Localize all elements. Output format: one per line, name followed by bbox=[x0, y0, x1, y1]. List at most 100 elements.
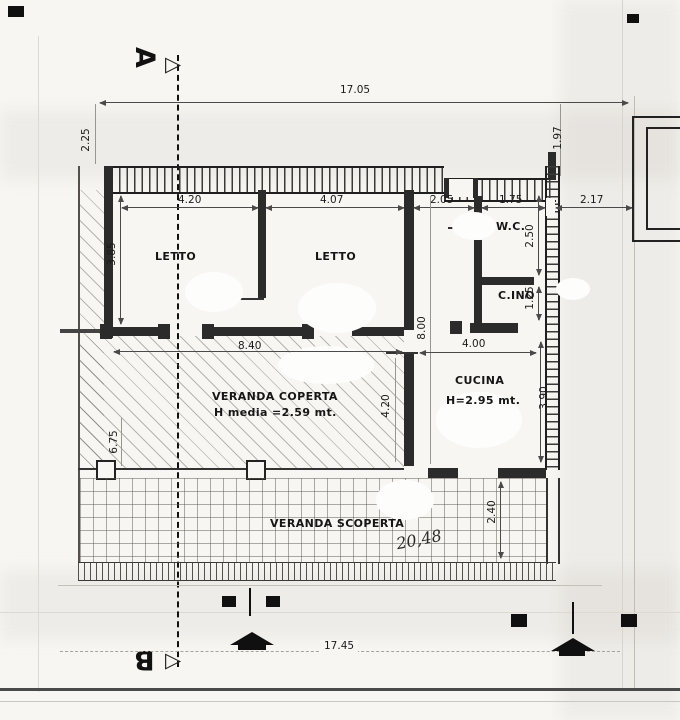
wall-wing-west bbox=[60, 329, 104, 333]
scan-whiteout bbox=[278, 346, 374, 384]
wall-cucina-south-1 bbox=[428, 468, 458, 478]
room-note-cucina: H=2.95 mt. bbox=[446, 394, 521, 407]
dim-scoperta-depth: 2.40 bbox=[486, 500, 498, 524]
survey-line bbox=[572, 602, 574, 634]
room-label-veranda-coperta: VERANDA COPERTA bbox=[212, 390, 338, 403]
roof-icon bbox=[551, 638, 595, 651]
dim-side-right: 2.17 bbox=[580, 194, 604, 206]
corner-mark-topleft bbox=[8, 6, 24, 17]
dim-letto1-width: 4.20 bbox=[178, 194, 202, 206]
frame-line-right-2 bbox=[634, 96, 635, 688]
door-gap-entry bbox=[449, 179, 473, 197]
wall-cino-cucina-jamb bbox=[450, 321, 462, 334]
ground-line bbox=[58, 585, 602, 586]
pilaster bbox=[100, 324, 112, 339]
scan-whiteout bbox=[556, 278, 590, 300]
wall-partition-veranda-cucina bbox=[404, 352, 414, 466]
wall-south-seg3 bbox=[352, 327, 404, 336]
marker-square bbox=[266, 596, 280, 607]
wall-wc-cino-divider bbox=[482, 277, 534, 285]
scan-whiteout bbox=[452, 212, 496, 240]
wall-wc-left bbox=[474, 196, 482, 330]
section-arrow-icon: ▷ bbox=[165, 52, 182, 76]
pilaster bbox=[202, 324, 214, 339]
dim-interior-depth: 8.00 bbox=[416, 316, 428, 340]
room-label-cucina: CUCINA bbox=[455, 374, 505, 387]
room-label-wc: W.C. bbox=[496, 220, 526, 233]
veranda-coperta-edge bbox=[78, 468, 404, 470]
column bbox=[96, 460, 116, 480]
wall-partition-bedrooms bbox=[258, 190, 266, 298]
dim-line-entry bbox=[413, 204, 475, 211]
scan-shade bbox=[0, 570, 680, 640]
wall-south-seg1 bbox=[104, 327, 164, 336]
dim-line-letto2 bbox=[265, 204, 405, 211]
wall-south-seg2 bbox=[206, 327, 308, 336]
room-label-veranda-scoperta: VERANDA SCOPERTA bbox=[270, 517, 405, 530]
section-arrow-icon: ▷ bbox=[165, 648, 182, 672]
dim-bedroom-span: 8.40 bbox=[238, 340, 262, 352]
dim-line-scoperta-depth bbox=[497, 481, 504, 559]
frame-line-bottom-light bbox=[0, 701, 680, 702]
section-marker-a: A bbox=[128, 47, 160, 68]
dim-veranda-left: 6.75 bbox=[108, 430, 120, 454]
column bbox=[246, 460, 266, 480]
pilaster bbox=[158, 324, 170, 339]
dim-line-wc bbox=[481, 204, 546, 211]
dim-line-veranda-depth bbox=[395, 358, 396, 462]
dim-line-bedroom-span bbox=[113, 348, 403, 355]
section-marker-b: B bbox=[134, 644, 155, 675]
dim-veranda-depth: 4.20 bbox=[380, 394, 392, 418]
dim-line-veranda-left bbox=[121, 418, 122, 466]
dim-letto1-depth: 3.85 bbox=[106, 242, 118, 266]
veranda-west-edge bbox=[78, 166, 80, 562]
room-label-letto1: LETTO bbox=[155, 250, 197, 263]
dim-cucina-width: 4.00 bbox=[462, 338, 486, 350]
scan-whiteout bbox=[376, 480, 434, 520]
wall-cucina-south-2 bbox=[498, 468, 546, 478]
dim-total-top: 17.05 bbox=[340, 84, 371, 96]
dim-line-cucina-depth bbox=[537, 341, 544, 463]
dim-line-interior-depth bbox=[430, 196, 431, 464]
dim-cucina-depth: 3.90 bbox=[538, 386, 550, 410]
dim-offset-left: 2.25 bbox=[80, 128, 92, 152]
window-gap-right bbox=[546, 198, 555, 216]
door-jamb bbox=[444, 178, 449, 198]
frame-line-bottom-heavy bbox=[0, 688, 680, 691]
wall-letto2-lobby bbox=[404, 190, 414, 330]
pilaster bbox=[302, 324, 314, 339]
dim-letto2-width: 4.07 bbox=[320, 194, 344, 206]
dim-wc-width: 1.75 bbox=[499, 194, 523, 206]
dim-entry-width: 2.05 bbox=[430, 194, 454, 206]
dim-line-cino-depth bbox=[535, 286, 542, 321]
frame-line-left bbox=[38, 36, 39, 692]
scan-whiteout bbox=[185, 272, 243, 312]
door-line-bedrooms bbox=[234, 298, 264, 300]
marker-square bbox=[222, 596, 236, 607]
marker-square bbox=[621, 614, 637, 627]
marker-square bbox=[511, 614, 527, 627]
corner-mark-topright bbox=[627, 14, 639, 23]
roof-icon-base bbox=[238, 645, 266, 650]
dim-wc-depth: 2.50 bbox=[524, 224, 536, 248]
veranda-scoperta-east-edge bbox=[546, 478, 560, 564]
veranda-scoperta-step-band bbox=[78, 562, 556, 581]
dim-line-letto1-depth bbox=[117, 195, 124, 325]
dim-line-cucina-width bbox=[419, 349, 537, 356]
wall-right-hatched bbox=[545, 166, 560, 470]
door-jamb bbox=[473, 178, 478, 198]
scan-whiteout bbox=[298, 283, 376, 333]
veranda-scoperta-paving bbox=[80, 478, 546, 562]
neighbor-structure-inner bbox=[646, 127, 680, 230]
frame-line-mid bbox=[0, 612, 680, 613]
room-note-veranda-coperta: H media =2.59 mt. bbox=[214, 406, 337, 419]
roof-icon-base bbox=[559, 651, 585, 656]
dim-line-letto1 bbox=[121, 204, 259, 211]
scan-whiteout bbox=[436, 392, 522, 448]
wall-left bbox=[104, 166, 113, 338]
dim-total-bottom: 17.45 bbox=[320, 640, 359, 652]
ext-line-right bbox=[560, 104, 561, 176]
frame-line-right bbox=[622, 0, 623, 690]
survey-line bbox=[249, 588, 251, 616]
